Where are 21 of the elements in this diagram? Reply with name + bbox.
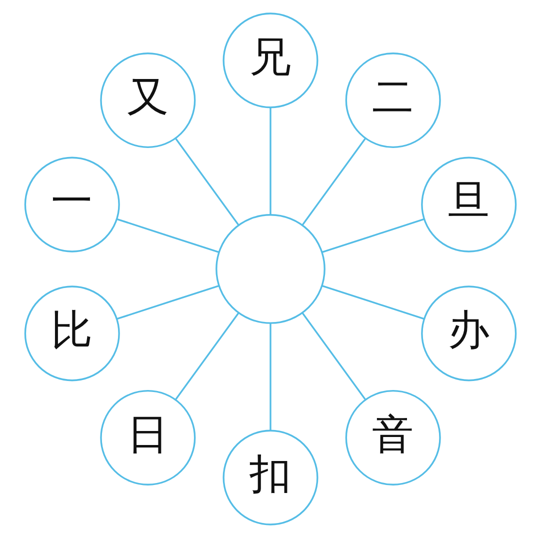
node-circle: 旦: [421, 156, 517, 252]
node-circle: 又: [100, 52, 196, 148]
node-circle: 二: [345, 52, 441, 148]
node-circle: 音: [345, 390, 441, 486]
node-circle: 办: [421, 286, 517, 382]
connector: [175, 312, 240, 400]
connector: [116, 218, 220, 254]
connector: [302, 138, 366, 226]
node-circle: 兄: [222, 12, 318, 108]
connector: [270, 108, 272, 215]
connector: [116, 284, 220, 320]
node-circle: 比: [24, 286, 120, 382]
node-circle: 扣: [222, 430, 318, 526]
connector: [302, 312, 366, 400]
connector: [322, 284, 424, 320]
connector: [270, 323, 272, 430]
connector: [175, 138, 240, 226]
node-circle: 一: [24, 156, 120, 252]
node-circle: [216, 214, 326, 324]
connector: [322, 218, 424, 254]
node-circle: 日: [100, 390, 196, 486]
